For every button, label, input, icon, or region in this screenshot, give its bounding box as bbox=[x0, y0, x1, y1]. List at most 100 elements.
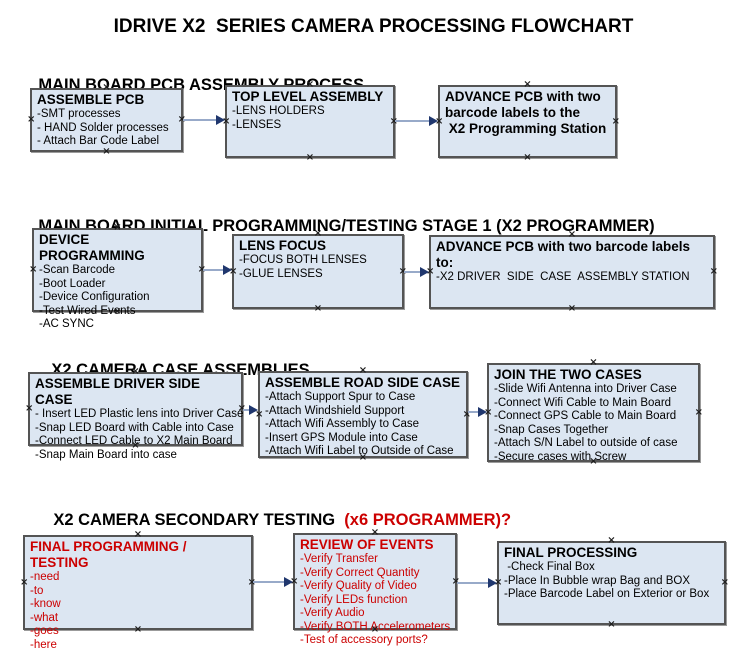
box-title: ASSEMBLE PCB bbox=[37, 92, 145, 107]
box-item: -Connect Wifi Cable to Main Board bbox=[494, 396, 672, 409]
arrowhead-icon bbox=[284, 577, 293, 587]
arrowhead-icon bbox=[249, 405, 258, 415]
box-assemble-road-side-case: ASSEMBLE ROAD SIDE CASE -Attach Support … bbox=[255, 366, 471, 463]
box-item: -Snap Main Board into case bbox=[35, 448, 177, 461]
box-item: -Verify Transfer bbox=[300, 553, 378, 565]
box-item: -Check Final Box bbox=[504, 561, 595, 573]
connection-handle-icon: × bbox=[607, 619, 616, 630]
box-item: -Verify Correct Quantity bbox=[300, 566, 420, 579]
arrowhead-icon bbox=[223, 265, 232, 275]
box-item: -Device Configuration bbox=[39, 291, 150, 303]
arrow-line bbox=[395, 120, 431, 122]
box-item: -LENSES bbox=[232, 118, 282, 131]
connection-handle-icon: × bbox=[694, 406, 703, 418]
box-lens-focus: LENS FOCUS -FOCUS BOTH LENSES -GLUE LENS… bbox=[229, 229, 407, 314]
box-item: -know bbox=[30, 598, 61, 610]
box-item: -Verify Quality of Video bbox=[300, 580, 417, 592]
box-item: - Insert LED Plastic lens into Driver Ca… bbox=[35, 408, 244, 420]
box-final-programming-testing: FINAL PROGRAMMING / TESTING -need -to -k… bbox=[20, 530, 256, 651]
box-item: -Attach Wifi Label to Outside of Case bbox=[265, 445, 454, 457]
box-item: -Connect LED Cable to X2 Main Board bbox=[35, 435, 233, 447]
connector-arrow bbox=[395, 116, 438, 126]
section-heading-secondary-testing: X2 CAMERA SECONDARY TESTING (x6 PROGRAMM… bbox=[35, 492, 511, 549]
box-review-of-events: REVIEW OF EVENTS -Verify Transfer -Verif… bbox=[290, 528, 460, 647]
connector-arrow bbox=[404, 267, 429, 277]
box-item: -Verify BOTH Accelerometers bbox=[300, 620, 451, 633]
arrowhead-icon bbox=[488, 578, 497, 588]
box-item: - Attach Bar Code Label bbox=[37, 135, 160, 147]
box-item: -to bbox=[30, 584, 44, 597]
connector-arrow bbox=[203, 265, 232, 275]
box-item: -SMT processes bbox=[37, 108, 121, 120]
box-item: -AC SYNC bbox=[39, 318, 94, 330]
box-item: -need bbox=[30, 571, 60, 583]
box-advance-pcb-programming-station: ADVANCE PCB with two barcode labels to t… bbox=[435, 80, 620, 163]
connection-handle-icon: × bbox=[29, 264, 38, 275]
box-title: DEVICE PROGRAMMING bbox=[39, 232, 145, 263]
box-item: -Verify LEDs function bbox=[300, 593, 408, 606]
box-title: REVIEW OF EVENTS bbox=[300, 537, 434, 552]
box-item: -Connect GPS Cable to Main Board bbox=[494, 410, 677, 422]
box-item: -Attach S/N Label to outside of case bbox=[494, 437, 678, 449]
connection-handle-icon: × bbox=[25, 403, 34, 414]
box-title: ASSEMBLE DRIVER SIDE CASE bbox=[35, 376, 204, 407]
connection-handle-icon: × bbox=[709, 266, 718, 277]
connection-handle-icon: × bbox=[567, 303, 577, 314]
connection-handle-icon: × bbox=[611, 115, 620, 127]
box-item: -GLUE LENSES bbox=[239, 267, 323, 280]
connector-arrow bbox=[243, 405, 258, 415]
connection-handle-icon: × bbox=[20, 576, 29, 588]
box-item: -Boot Loader bbox=[39, 277, 106, 290]
box-item: -Insert GPS Module into Case bbox=[265, 431, 418, 444]
arrowhead-icon bbox=[420, 267, 429, 277]
arrowhead-icon bbox=[429, 116, 438, 126]
box-title: LENS FOCUS bbox=[239, 238, 327, 253]
box-item: -what bbox=[30, 611, 59, 624]
box-item: -Attach Support Spur to Case bbox=[265, 391, 416, 403]
box-item: -here bbox=[30, 638, 57, 651]
connector-arrow bbox=[253, 577, 293, 587]
box-item: -goes bbox=[30, 625, 59, 637]
arrow-line bbox=[253, 581, 286, 583]
arrow-line bbox=[457, 582, 490, 584]
connection-handle-icon: × bbox=[27, 114, 36, 125]
connector-arrow bbox=[183, 115, 225, 125]
box-item: -X2 DRIVER SIDE CASE ASSEMBLY STATION bbox=[436, 271, 690, 283]
box-top-level-assembly: TOP LEVEL ASSEMBLY -LENS HOLDERS -LENSES… bbox=[222, 80, 398, 163]
box-title: JOIN THE TWO CASES bbox=[494, 367, 642, 382]
box-item: -LENS HOLDERS bbox=[232, 105, 325, 117]
box-item: -Place Barcode Label on Exterior or Box bbox=[504, 588, 710, 600]
box-advance-pcb-driver-side: ADVANCE PCB with two barcode labels to: … bbox=[426, 230, 718, 314]
arrow-line bbox=[203, 269, 225, 271]
arrow-line bbox=[183, 119, 218, 121]
arrowhead-icon bbox=[216, 115, 225, 125]
arrow-line bbox=[404, 271, 422, 273]
connection-handle-icon: × bbox=[523, 152, 532, 163]
box-title: ASSEMBLE ROAD SIDE CASE bbox=[265, 375, 461, 390]
connection-handle-icon: × bbox=[313, 303, 323, 314]
box-title: TOP LEVEL ASSEMBLY bbox=[232, 89, 384, 104]
connection-handle-icon: × bbox=[305, 152, 315, 163]
box-item: -Verify Audio bbox=[300, 607, 365, 619]
flowchart-title: IDRIVE X2 SERIES CAMERA PROCESSING FLOWC… bbox=[113, 16, 634, 37]
arrow-line bbox=[468, 411, 480, 413]
box-title: FINAL PROGRAMMING / TESTING bbox=[30, 539, 191, 570]
box-assemble-pcb: ASSEMBLE PCB -SMT processes - HAND Solde… bbox=[27, 83, 186, 157]
box-item: -Place In Bubble wrap Bag and BOX bbox=[504, 574, 691, 587]
arrowhead-icon bbox=[478, 407, 487, 417]
connection-handle-icon: × bbox=[102, 146, 111, 157]
box-assemble-driver-side-case: ASSEMBLE DRIVER SIDE CASE - Insert LED P… bbox=[25, 367, 246, 461]
box-item: -Attach Wifi Assembly to Case bbox=[265, 418, 420, 430]
box-item: -Slide Wifi Antenna into Driver Case bbox=[494, 383, 677, 395]
connection-handle-icon: × bbox=[720, 577, 729, 588]
box-title: ADVANCE PCB with two barcode labels to t… bbox=[445, 89, 607, 136]
box-device-programming: DEVICE PROGRAMMING -Scan Barcode -Boot L… bbox=[29, 223, 206, 331]
box-item: -FOCUS BOTH LENSES bbox=[239, 254, 367, 266]
section-heading-text: X2 CAMERA SECONDARY TESTING bbox=[53, 511, 340, 529]
box-join-the-two-cases: JOIN THE TWO CASES -Slide Wifi Antenna i… bbox=[484, 358, 703, 467]
arrow-line bbox=[243, 409, 251, 411]
box-title: FINAL PROCESSING bbox=[504, 545, 638, 560]
box-item: -Test Wired Events bbox=[39, 304, 136, 317]
box-item: -Scan Barcode bbox=[39, 264, 116, 276]
